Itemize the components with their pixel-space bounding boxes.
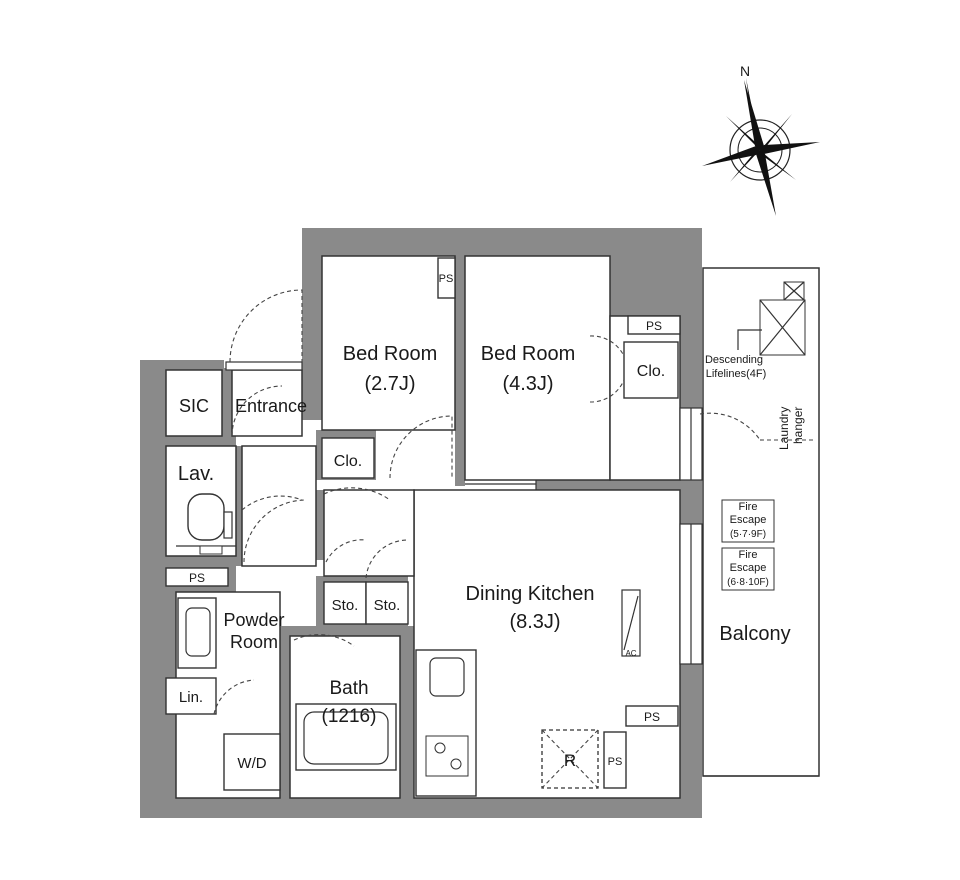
fire-escape-1-label-3: (5·7·9F) [730, 529, 766, 540]
ps-label-3: PS [189, 571, 205, 585]
ps-box-2 [627, 315, 681, 335]
refrigerator-icon: R [541, 729, 599, 789]
fire-escape-2-label-1: Fire [739, 549, 758, 561]
stove-icon [425, 735, 469, 777]
ps-label-2: PS [646, 319, 662, 333]
sic-area [165, 369, 223, 437]
descending-lifelines-label-2: Lifelines(4F) [706, 368, 767, 380]
bedroom-small-area [321, 255, 456, 431]
powder-room-name-1: Powder [223, 610, 284, 630]
fire-escape-2-label-3: (6·8·10F) [727, 577, 769, 588]
bedroom-small-name: Bed Room [343, 343, 438, 365]
aircon-label: AC [625, 649, 636, 658]
closet-small-box [321, 437, 375, 479]
closet-large-label: Clo. [637, 363, 665, 380]
powder-room-name-2: Room [230, 632, 278, 652]
ps-box-3 [165, 567, 229, 587]
door-swings [213, 289, 761, 715]
ps-box-5 [603, 731, 627, 789]
ps-box-1 [437, 257, 456, 299]
storage-right-label: Sto. [374, 597, 401, 614]
corridor-area [241, 445, 317, 567]
storage-left-box [323, 581, 367, 625]
refrigerator-label: R [564, 751, 576, 770]
bath-name: Bath [329, 678, 368, 699]
svg-text:hanger: hanger [791, 407, 805, 444]
toilet-icon [176, 493, 236, 555]
ps-label-1: PS [439, 273, 454, 285]
fire-escape-1-box [721, 499, 775, 543]
washer-dryer-label: W/D [237, 755, 266, 772]
ps-label-5: PS [608, 756, 623, 768]
ps-label-4: PS [644, 710, 660, 724]
fire-escape-1-label-1: Fire [739, 501, 758, 513]
storage-right-box [365, 581, 409, 625]
closet-small-label: Clo. [334, 453, 362, 470]
aircon-icon: AC [621, 589, 641, 658]
bathtub-icon [295, 703, 397, 771]
bedroom-large-name: Bed Room [481, 343, 576, 365]
linen-box [165, 677, 217, 715]
kitchen-counter [415, 649, 477, 797]
entrance-door-frame [225, 361, 303, 371]
bedroom-small-size: (2.7J) [364, 373, 415, 395]
washer-dryer-box [223, 733, 281, 791]
svg-text:Laundry: Laundry [777, 407, 791, 450]
descending-lifelines-hatch [737, 281, 806, 356]
dining-kitchen-size: (8.3J) [509, 611, 560, 633]
hallway-area [323, 489, 415, 577]
bedroom-large-size: (4.3J) [502, 373, 553, 395]
dining-kitchen-name: Dining Kitchen [466, 583, 595, 605]
linen-label: Lin. [179, 689, 203, 706]
descending-lifelines-label-1: Descending [705, 354, 763, 366]
balcony-name: Balcony [719, 623, 790, 645]
sic-label: SIC [179, 396, 209, 416]
compass-rose-icon: N [702, 63, 820, 216]
storage-left-label: Sto. [332, 597, 359, 614]
entrance-label: Entrance [235, 396, 307, 416]
fire-escape-2-box [721, 547, 775, 591]
laundry-hanger-label: Laundry hanger [777, 407, 805, 450]
fire-escape-2-label-2: Escape [730, 562, 767, 574]
lav-label: Lav. [178, 463, 214, 485]
bath-size: (1216) [322, 706, 377, 727]
fire-escape-1-label-2: Escape [730, 514, 767, 526]
closet-large-box [623, 341, 679, 399]
compass-north-label: N [740, 63, 750, 79]
bedroom-large-area [464, 255, 611, 481]
entrance-area [231, 369, 303, 437]
ps-box-4 [625, 705, 679, 727]
